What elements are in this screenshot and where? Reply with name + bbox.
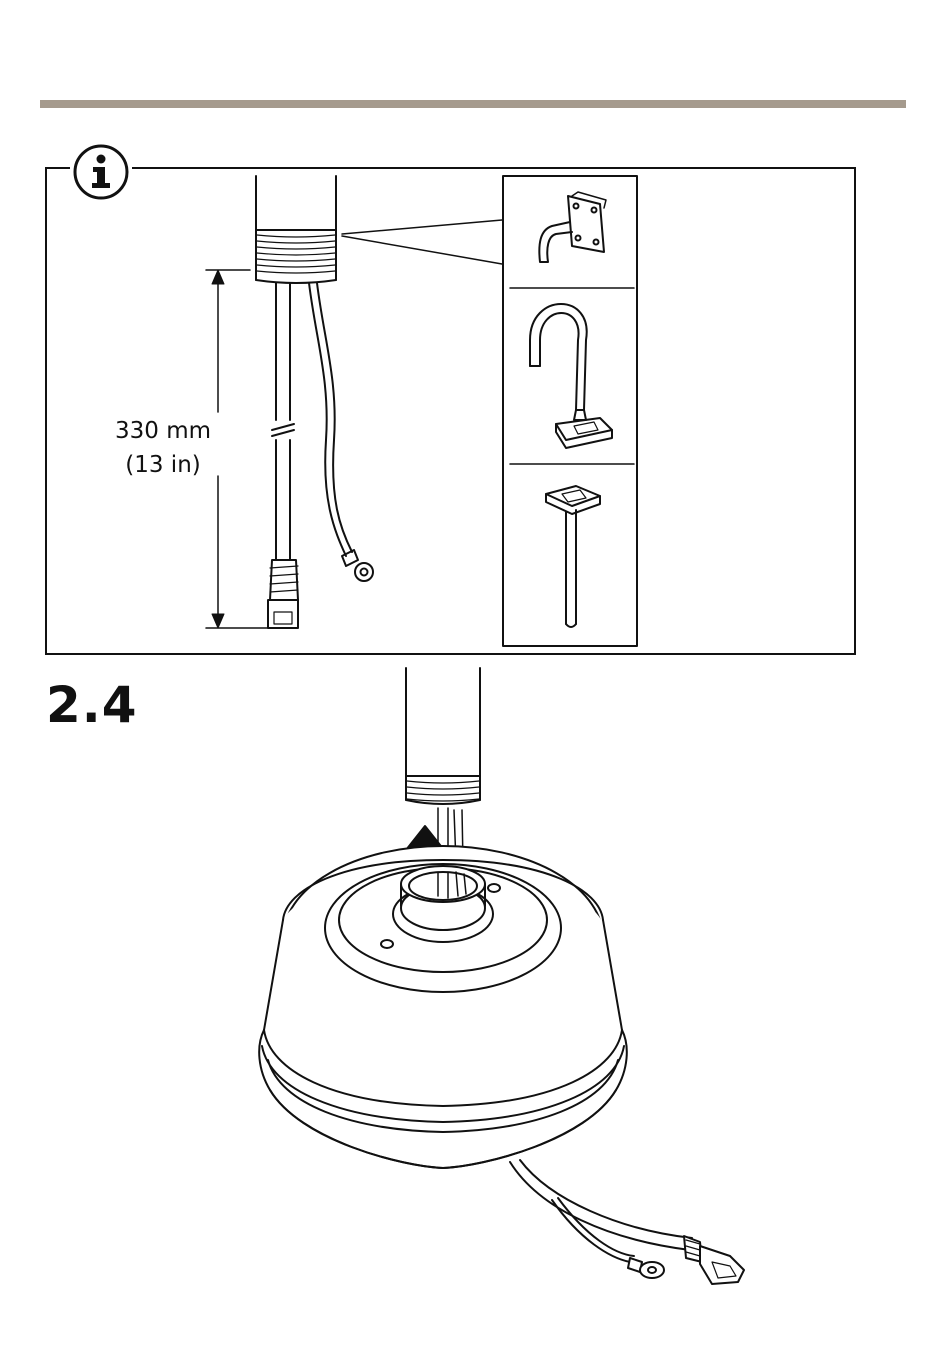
cable-length-imperial: (13 in)	[104, 448, 222, 482]
info-icon	[70, 143, 132, 201]
step-number: 2.4	[46, 676, 138, 734]
mount-options-panel	[503, 176, 637, 646]
info-badge	[70, 143, 132, 201]
wall-mount-bracket-icon	[539, 192, 606, 262]
straight-pendant-pole-icon	[546, 486, 600, 627]
cable-length-metric: 330 mm	[104, 414, 222, 448]
pole-insertion-diagram	[259, 668, 744, 1284]
cable-length-label: 330 mm (13 in)	[104, 414, 222, 482]
pole-with-cables-diagram	[206, 176, 502, 628]
gooseneck-pole-mount-icon	[530, 304, 612, 448]
